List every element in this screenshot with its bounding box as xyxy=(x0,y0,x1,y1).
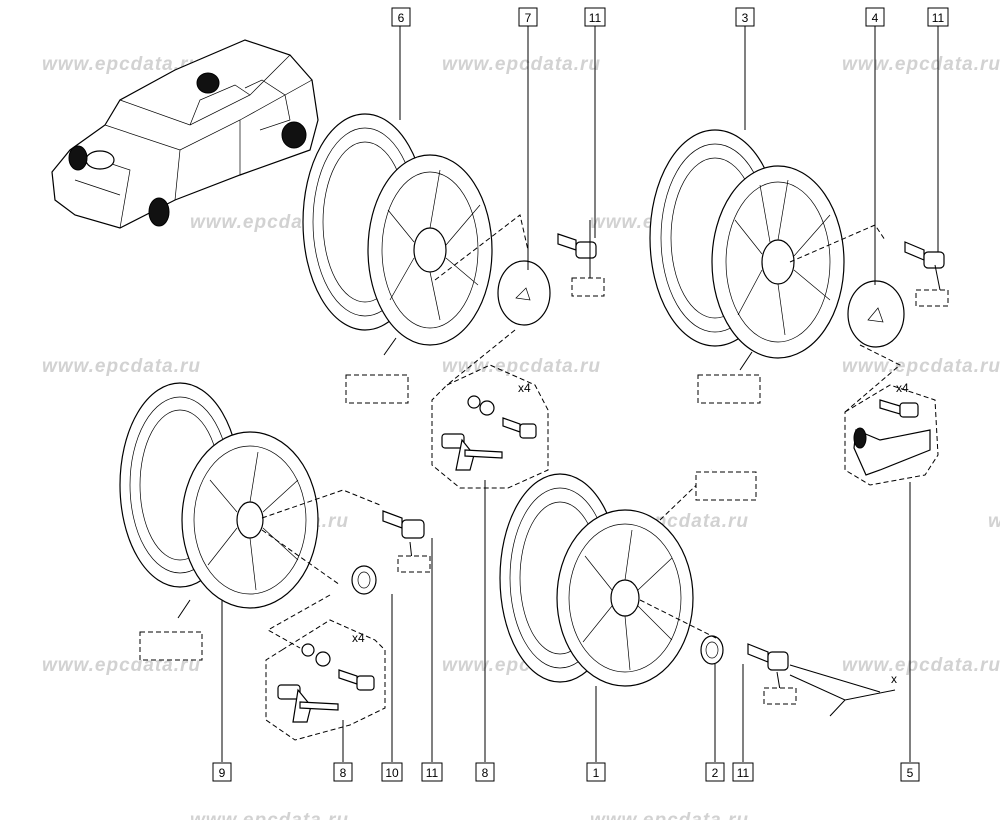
callout-number: 6 xyxy=(398,11,405,25)
quantity-label: x4 xyxy=(896,381,909,395)
tool-kit-5: x4 xyxy=(844,381,939,486)
callout-3: 3 xyxy=(735,7,755,27)
callout-number: 8 xyxy=(340,766,347,780)
watermark: www.epcdata.ru xyxy=(442,54,601,75)
dimension-x: x xyxy=(789,664,897,717)
quantity-label: x4 xyxy=(518,381,531,395)
callout-1: 1 xyxy=(586,762,606,782)
callout-2: 2 xyxy=(705,762,725,782)
locking-kit-8a: x4 xyxy=(431,364,549,489)
dimension-label: x xyxy=(891,672,897,686)
car-illustration xyxy=(51,39,319,229)
quantity-label: x4 xyxy=(352,631,365,645)
watermark: www.epcdata.ru xyxy=(842,54,1000,75)
wheel-3 xyxy=(649,129,845,359)
callout-number: 2 xyxy=(712,766,719,780)
callout-7: 7 xyxy=(518,7,538,27)
watermark: www.epcdata.ru xyxy=(42,356,201,377)
nut-10 xyxy=(351,565,377,595)
watermark: www.epcdata.ru xyxy=(842,655,1000,676)
callout-11: 11 xyxy=(421,762,443,782)
callout-10: 10 xyxy=(381,762,403,782)
locking-kit-8b: x4 xyxy=(265,619,386,741)
wheel-6 xyxy=(302,113,493,346)
callout-number: 10 xyxy=(385,766,399,780)
watermark: www.epcdata.ru xyxy=(590,810,749,820)
wheel-1 xyxy=(499,473,694,687)
bolt-11c xyxy=(382,510,425,539)
watermark: www.epcdata.ru xyxy=(442,356,601,377)
bolt-11a xyxy=(557,233,597,259)
callout-number: 11 xyxy=(737,766,750,780)
callout-5: 5 xyxy=(900,762,920,782)
callout-4: 4 xyxy=(865,7,885,27)
callout-number: 11 xyxy=(426,766,439,780)
watermark: www.epcdata.ru xyxy=(190,810,349,820)
callout-number: 5 xyxy=(907,766,914,780)
callout-number: 4 xyxy=(872,11,879,25)
callout-number: 8 xyxy=(482,766,489,780)
callout-6: 6 xyxy=(391,7,411,27)
bolt-11b xyxy=(904,241,945,269)
watermark: www.epcdata.ru xyxy=(842,356,1000,377)
center-cap-4 xyxy=(847,280,905,348)
callout-8: 8 xyxy=(475,762,495,782)
callout-number: 3 xyxy=(742,11,749,25)
callout-9: 9 xyxy=(212,762,232,782)
callout-8: 8 xyxy=(333,762,353,782)
callout-number: 11 xyxy=(589,11,602,25)
callout-11: 11 xyxy=(732,762,754,782)
watermark: www.epcdata.ru xyxy=(42,54,201,75)
bolt-11d xyxy=(747,643,789,671)
callout-number: 1 xyxy=(593,766,600,780)
wheel-9 xyxy=(119,382,319,609)
callout-11: 11 xyxy=(584,7,606,27)
callout-number: 7 xyxy=(525,11,532,25)
leader-lines xyxy=(177,26,941,762)
callout-number: 9 xyxy=(219,766,226,780)
note-boxes xyxy=(139,277,949,705)
callout-11: 11 xyxy=(927,7,949,27)
watermark: www.epcdata.ru xyxy=(988,511,1000,532)
center-cap-7 xyxy=(497,260,551,326)
callout-number: 11 xyxy=(932,11,945,25)
